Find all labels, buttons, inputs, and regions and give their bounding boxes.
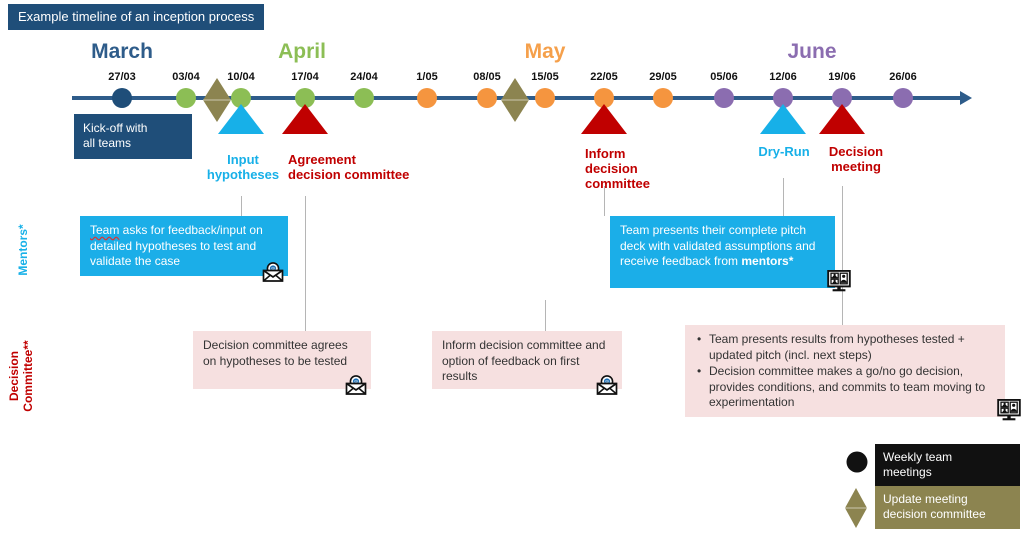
- callout-spellcheck-word: Team: [90, 223, 120, 237]
- timeline-date-label: 26/06: [889, 71, 917, 83]
- mentors-callout-box: Team presents their complete pitch deck …: [610, 216, 835, 288]
- legend-row: Weekly team meetings: [845, 444, 1020, 487]
- milestone-label: Inform decision committee: [585, 146, 651, 191]
- timeline-date-label: 29/05: [649, 71, 677, 83]
- timeline-date-label: 24/04: [350, 71, 378, 83]
- decision-committee-callout-box: Inform decision committee and option of …: [432, 331, 622, 389]
- timeline-date-label: 15/05: [531, 71, 559, 83]
- milestone-triangle-blue[interactable]: [760, 104, 806, 134]
- page-title: Example timeline of an inception process: [8, 4, 265, 30]
- milestone-triangle-blue[interactable]: [218, 104, 264, 134]
- month-label-march: March: [91, 40, 153, 63]
- timeline-dot-marker[interactable]: [832, 88, 852, 108]
- milestone-label: Input hypotheses: [206, 152, 280, 182]
- timeline-dot-marker[interactable]: [176, 88, 196, 108]
- milestone-label: Dry-Run: [758, 144, 810, 159]
- email-icon: @: [262, 262, 284, 287]
- decision-committee-callout-box: Team presents results from hypotheses te…: [685, 325, 1005, 417]
- timeline-date-label: 22/05: [590, 71, 618, 83]
- timeline-dot-marker[interactable]: [714, 88, 734, 108]
- connector-line: [545, 300, 546, 331]
- callout-text: Team presents results from hypotheses te…: [695, 332, 995, 411]
- timeline-dot-marker[interactable]: [295, 88, 315, 108]
- connector-line: [604, 186, 605, 216]
- timeline-dot-marker[interactable]: [417, 88, 437, 108]
- decision-committee-callout-box: Decision committee agrees on hypotheses …: [193, 331, 371, 389]
- update-meeting-diamond-icon[interactable]: [501, 78, 529, 122]
- callout-bullet: Team presents results from hypotheses te…: [697, 332, 995, 363]
- video-meeting-icon: [827, 269, 851, 297]
- timeline-date-label: 12/06: [769, 71, 797, 83]
- timeline-dot-marker[interactable]: [231, 88, 251, 108]
- kickoff-callout: Kick-off with all teams: [74, 114, 192, 159]
- timeline-date-label: 27/03: [108, 71, 136, 83]
- month-label-may: May: [524, 40, 566, 63]
- timeline-date-label: 17/04: [291, 71, 319, 83]
- milestone-label: Agreement decision committee: [288, 152, 410, 182]
- timeline-dot-marker[interactable]: [773, 88, 793, 108]
- mentors-callout-box: Team asks for feedback/input on detailed…: [80, 216, 288, 276]
- timeline-dot-marker[interactable]: [893, 88, 913, 108]
- timeline-dot-marker[interactable]: [477, 88, 497, 108]
- connector-line: [241, 196, 242, 218]
- callout-text: Team asks for feedback/input on detailed…: [90, 223, 263, 268]
- timeline-date-label: 19/06: [828, 71, 856, 83]
- milestone-triangle-red[interactable]: [819, 104, 865, 134]
- circle-marker: [845, 450, 869, 479]
- legend-label: Weekly team meetings: [875, 444, 1020, 487]
- timeline-date-label: 03/04: [172, 71, 200, 83]
- timeline-date-label: 05/06: [710, 71, 738, 83]
- callout-text: Team presents their complete pitch deck …: [620, 223, 816, 268]
- callout-emphasis: mentors*: [741, 254, 794, 268]
- row-label-mentors: Mentors*: [16, 224, 30, 276]
- row-label-decision-committee: Decision Committee**: [7, 340, 35, 412]
- timeline-dot-marker[interactable]: [653, 88, 673, 108]
- milestone-triangle-red[interactable]: [282, 104, 328, 134]
- milestone-label: Decision meeting: [828, 144, 884, 174]
- timeline-dot-marker[interactable]: [535, 88, 555, 108]
- callout-bullet: Decision committee makes a go/no go deci…: [697, 364, 995, 411]
- connector-line: [305, 196, 306, 331]
- month-label-april: April: [278, 40, 326, 63]
- callout-text: Inform decision committee and option of …: [442, 338, 606, 383]
- month-label-june: June: [787, 40, 837, 63]
- timeline-dot-marker[interactable]: [112, 88, 132, 108]
- milestone-triangle-red[interactable]: [581, 104, 627, 134]
- timeline-date-label: 1/05: [416, 71, 438, 83]
- callout-text: Decision committee agrees on hypotheses …: [203, 338, 348, 368]
- email-icon: @: [596, 375, 618, 400]
- connector-line: [783, 178, 784, 218]
- timeline-date-label: 10/04: [227, 71, 255, 83]
- timeline-dot-marker[interactable]: [354, 88, 374, 108]
- timeline-date-label: 08/05: [473, 71, 501, 83]
- video-meeting-icon: [997, 398, 1021, 426]
- email-icon: @: [345, 375, 367, 400]
- diamond-marker: [845, 488, 867, 533]
- connector-line: [842, 186, 843, 325]
- timeline-arrow-icon: [960, 91, 972, 105]
- legend-label: Update meeting decision committee: [875, 486, 1020, 529]
- timeline-dot-marker[interactable]: [594, 88, 614, 108]
- legend-row: Update meeting decision committee: [845, 486, 1020, 529]
